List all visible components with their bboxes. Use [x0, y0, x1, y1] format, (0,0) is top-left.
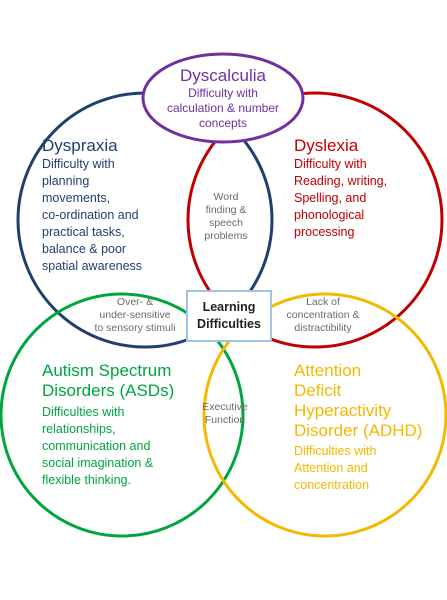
- dyslexia-desc-line: phonological: [294, 208, 365, 222]
- dyslexia-block: Dyslexia Difficulty with Reading, writin…: [294, 136, 434, 241]
- overlap-line: to sensory stimuli: [94, 322, 176, 334]
- overlap-line: distractibility: [294, 322, 352, 334]
- dyspraxia-desc-line: planning: [42, 174, 90, 188]
- asd-desc-line: flexible thinking.: [42, 473, 131, 487]
- word-finding-overlap: Word finding & speech problems: [188, 191, 264, 243]
- asd-circle: [0, 292, 245, 538]
- adhd-desc-line: Attention and: [294, 461, 368, 475]
- overlap-line: speech: [209, 217, 243, 229]
- executive-function-overlap: Executive Function: [192, 401, 258, 427]
- dyscalculia-desc-line: calculation & number: [166, 101, 280, 115]
- dyspraxia-desc-line: practical tasks,: [42, 225, 125, 239]
- adhd-circle: [202, 292, 447, 538]
- adhd-title-line: Hyperactivity: [294, 401, 392, 420]
- asd-title-line: Autism Spectrum: [42, 361, 172, 380]
- asd-title-line: Disorders (ASDs): [42, 381, 175, 400]
- asd-desc-line: communication and: [42, 439, 151, 453]
- dyspraxia-desc-line: balance & poor: [42, 242, 127, 256]
- dyscalculia-title: Dyscalculia: [180, 66, 266, 85]
- asd-desc-line: Difficulties with: [42, 405, 125, 419]
- center-label-line: Learning: [202, 300, 256, 314]
- overlap-line: problems: [204, 230, 248, 242]
- dyspraxia-block: Dyspraxia Difficulty with planning movem…: [42, 136, 192, 275]
- dyspraxia-desc-line: spatial awareness: [42, 259, 143, 273]
- asd-desc-line: relationships,: [42, 422, 116, 436]
- concentration-overlap: Lack of concentration & distractibility: [270, 296, 376, 335]
- dyspraxia-title: Dyspraxia: [42, 136, 118, 155]
- dyslexia-desc-line: Reading, writing,: [294, 174, 388, 188]
- dyscalculia-desc-line: concepts: [198, 116, 248, 130]
- dyspraxia-desc-line: co-ordination and: [42, 208, 139, 222]
- dyslexia-circle: [186, 91, 444, 349]
- adhd-desc-line: Difficulties with: [294, 444, 377, 458]
- dyspraxia-desc-line: movements,: [42, 191, 111, 205]
- center-label-line: Difficulties: [197, 317, 261, 331]
- dyspraxia-desc-line: Difficulty with: [42, 157, 115, 171]
- overlap-line: concentration &: [286, 309, 360, 321]
- asd-desc-line: social imagination &: [42, 456, 154, 470]
- overlap-line: Function: [204, 414, 246, 426]
- asd-block: Autism Spectrum Disorders (ASDs) Difficu…: [42, 361, 202, 489]
- adhd-desc-line: concentration: [294, 478, 370, 492]
- adhd-title-line: Disorder (ADHD): [294, 421, 423, 440]
- overlap-line: Over- &: [116, 296, 154, 308]
- adhd-block: Attention Deficit Hyperactivity Disorder…: [294, 361, 440, 494]
- sensory-overlap: Over- & under-sensitive to sensory stimu…: [80, 296, 190, 335]
- overlap-line: under-sensitive: [99, 309, 171, 321]
- dyslexia-desc-line: Difficulty with: [294, 157, 367, 171]
- adhd-title-line: Attention: [294, 361, 362, 380]
- adhd-title-line: Deficit: [294, 381, 342, 400]
- overlap-line: Executive: [202, 401, 248, 413]
- overlap-line: Lack of: [306, 296, 340, 308]
- dyscalculia-block: Dyscalculia Difficulty with calculation …: [143, 66, 303, 131]
- dyslexia-title: Dyslexia: [294, 136, 359, 155]
- learning-difficulties-center-box: Learning Difficulties: [186, 290, 272, 342]
- dyscalculia-desc-line: Difficulty with: [188, 86, 258, 100]
- dyslexia-desc-line: processing: [294, 225, 355, 239]
- dyscalculia-ellipse: [141, 52, 305, 144]
- overlap-line: Word: [213, 191, 239, 203]
- overlap-line: finding &: [205, 204, 247, 216]
- dyslexia-desc-line: Spelling, and: [294, 191, 367, 205]
